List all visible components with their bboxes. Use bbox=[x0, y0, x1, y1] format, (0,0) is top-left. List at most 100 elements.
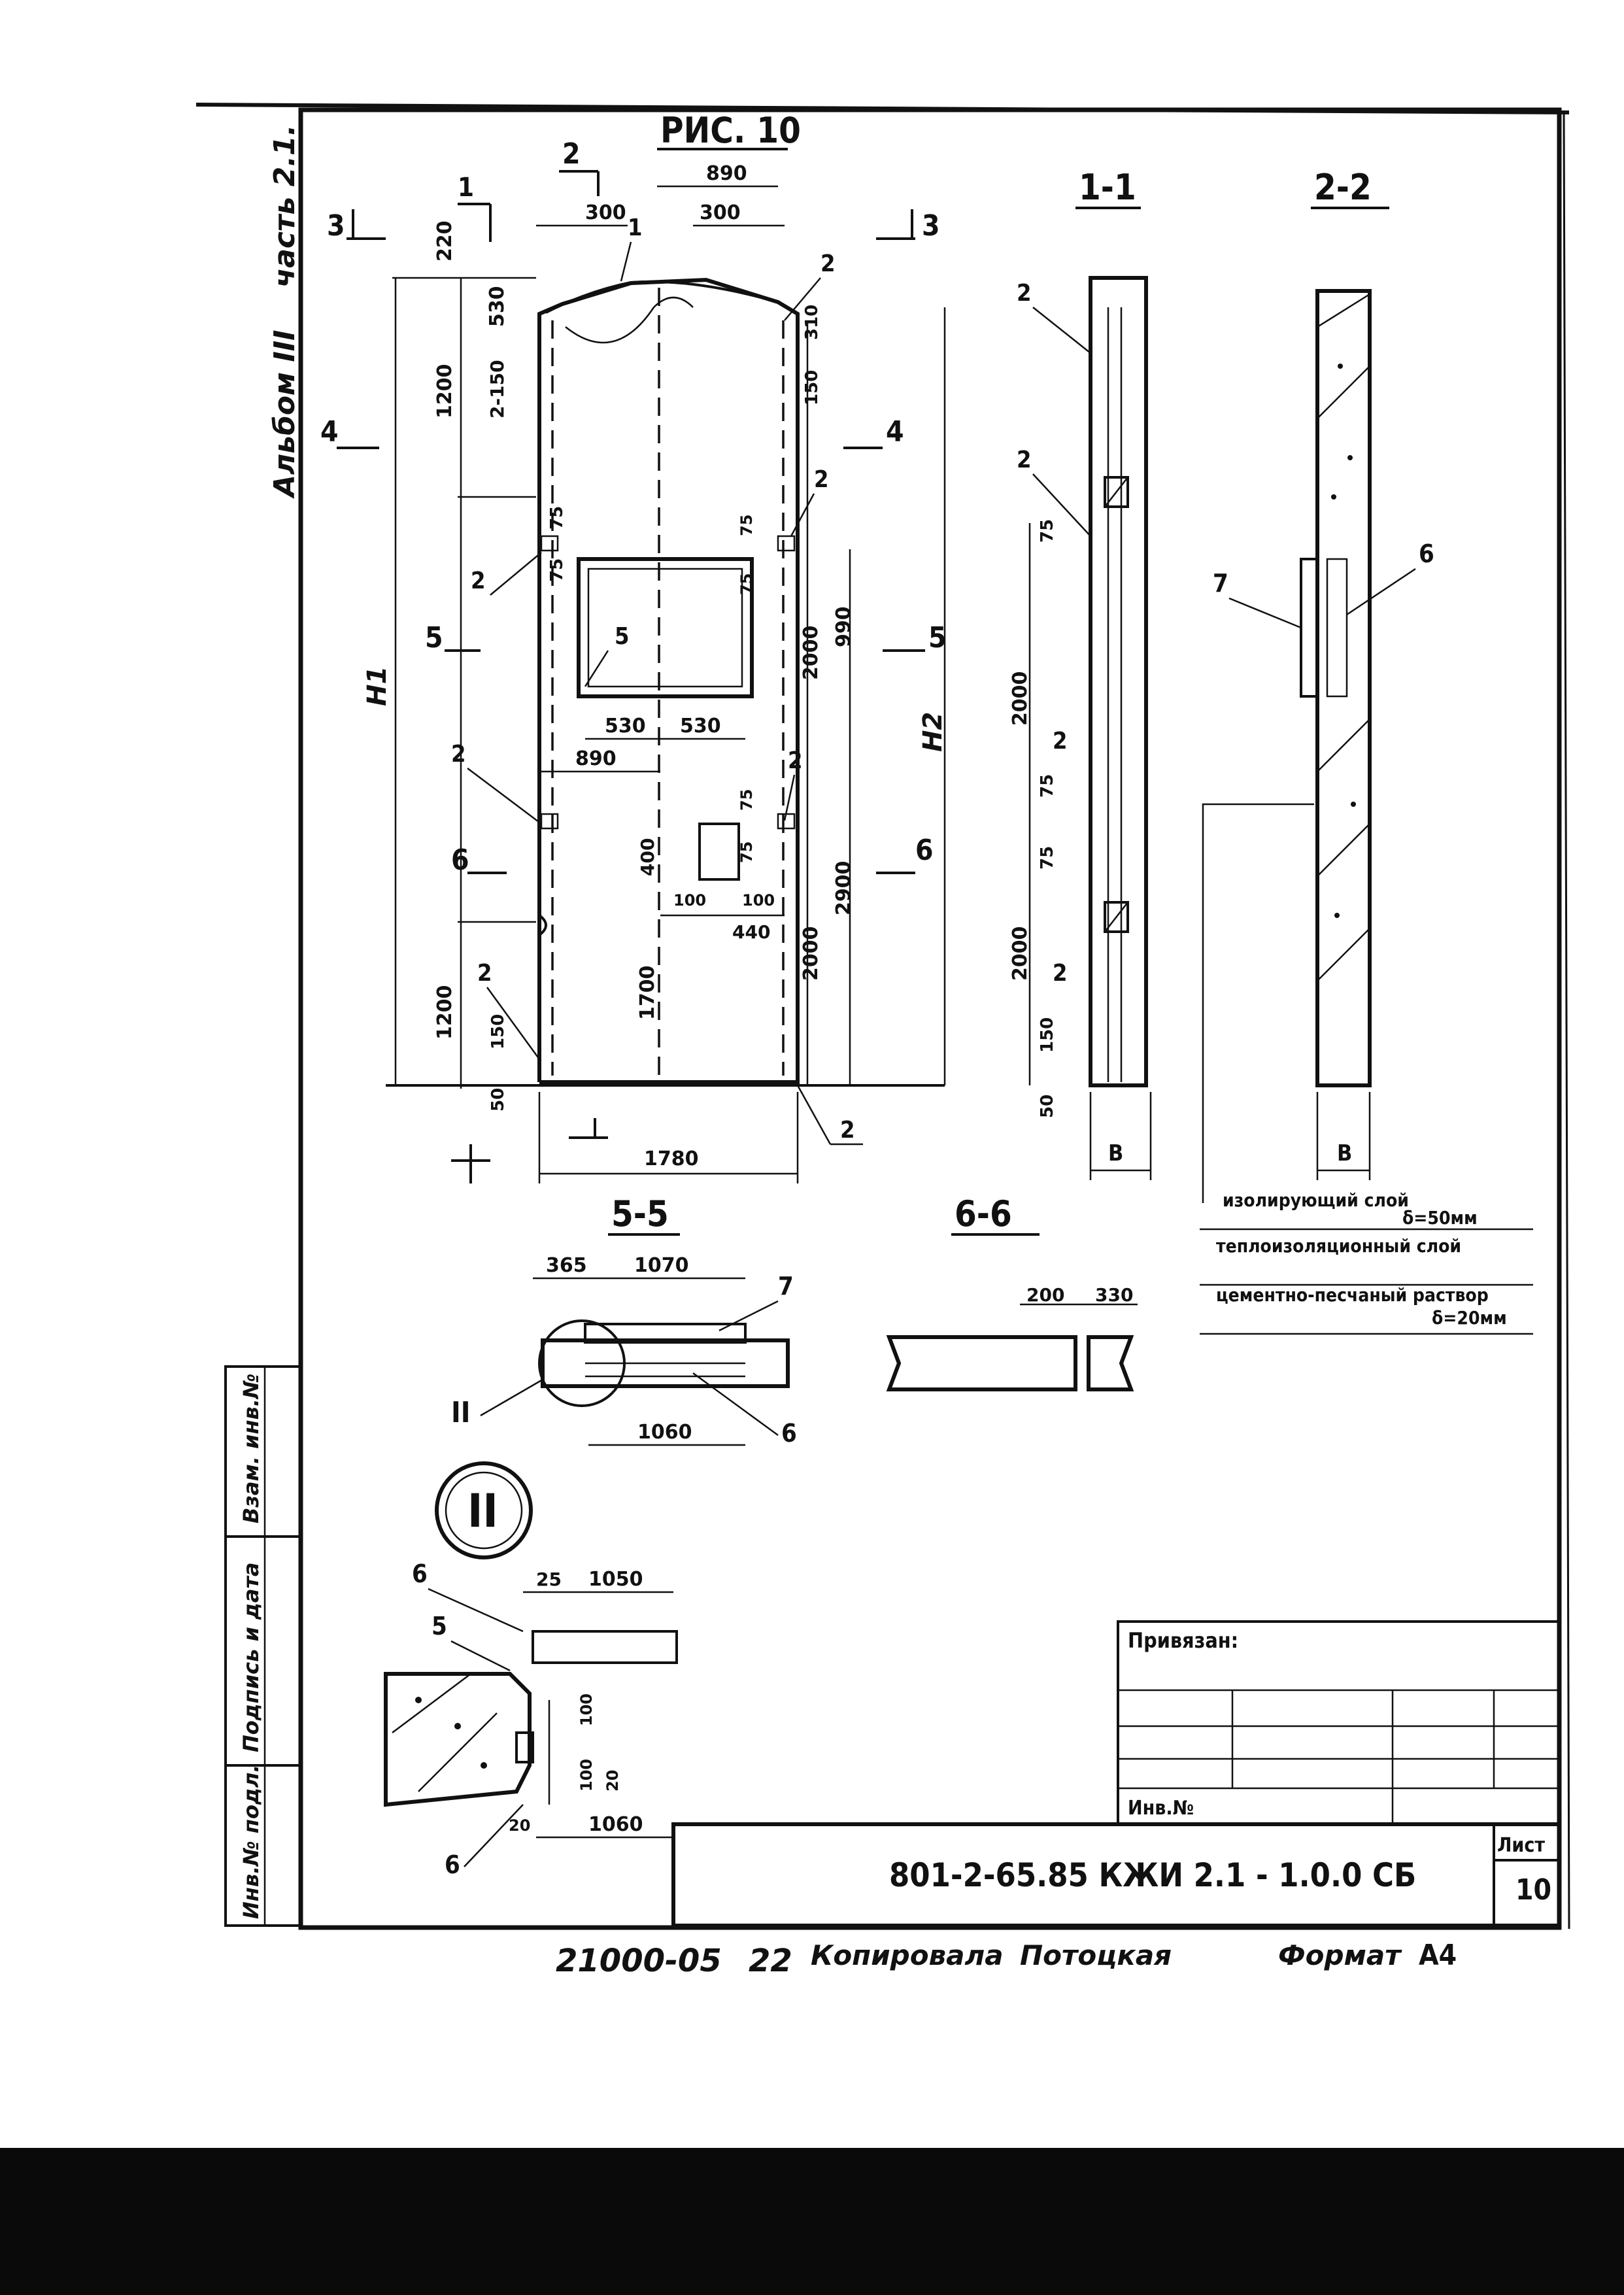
s22-callout-7: 7 bbox=[1213, 569, 1228, 598]
album-part-label: Альбом III часть 2.1. bbox=[268, 125, 301, 499]
dim-inner-890: 890 bbox=[575, 747, 617, 770]
dim-inner-530b: 530 bbox=[680, 715, 721, 738]
cut-marks: 2 1 3 3 4 4 5 5 6 6 bbox=[320, 137, 947, 1183]
detail-ii: II 25 1050 100 100 20 20 1060 6 5 6 bbox=[384, 1461, 678, 1879]
right-dimensions: 310 150 75 75 2000 990 75 75 2900 2000 H… bbox=[737, 305, 948, 1085]
cut-mark-5-left: 5 bbox=[425, 621, 443, 654]
stamp-signature-label: Подпись и дата bbox=[239, 1562, 263, 1752]
callout-1: 1 bbox=[628, 214, 643, 241]
cut-mark-2-top: 2 bbox=[562, 137, 581, 171]
detail-callout-6: 6 bbox=[445, 1850, 460, 1879]
format-label: Формат bbox=[1278, 1939, 1402, 1971]
s11-callout-2c: 2 bbox=[1053, 728, 1068, 755]
dim-inner-400: 400 bbox=[637, 838, 658, 876]
s11-callout-2d: 2 bbox=[1053, 960, 1068, 987]
dim-inner-100b: 100 bbox=[742, 891, 775, 910]
cut-mark-1-top: 1 bbox=[458, 173, 474, 203]
dim-right-75d: 75 bbox=[737, 842, 756, 863]
detail-dim-20b: 20 bbox=[509, 1816, 530, 1835]
album-label: Альбом III bbox=[268, 330, 301, 499]
cut-mark-4-left: 4 bbox=[320, 415, 339, 449]
detail-callout-5: 5 bbox=[431, 1612, 447, 1640]
copied-label: Копировала bbox=[811, 1939, 1004, 1971]
order-number: 21000-05 bbox=[556, 1943, 722, 1979]
section-5-5-title: 5-5 bbox=[611, 1193, 669, 1234]
dim-left-220: 220 bbox=[433, 220, 456, 262]
cut-mark-4-right: 4 bbox=[886, 415, 904, 449]
cut-mark-3-left: 3 bbox=[327, 209, 345, 243]
detail-dim-100b: 100 bbox=[577, 1759, 596, 1792]
dim-right-310: 310 bbox=[802, 305, 822, 340]
dim-right-75c: 75 bbox=[737, 789, 756, 811]
callout-2a: 2 bbox=[820, 250, 836, 277]
legend-item-1-value: δ=50мм bbox=[1402, 1207, 1478, 1229]
dim-left-530: 530 bbox=[486, 286, 509, 327]
callout-2f: 2 bbox=[477, 960, 492, 987]
sheet-label: Лист bbox=[1497, 1834, 1545, 1857]
dim-left-75a: 75 bbox=[547, 506, 567, 530]
dim-top-300b: 300 bbox=[700, 201, 741, 224]
s11-dim-2000b: 2000 bbox=[1009, 926, 1032, 981]
stamp-inv-label: Инв.№ подл. bbox=[239, 1765, 263, 1919]
s66-dim-330: 330 bbox=[1095, 1284, 1133, 1306]
inner-dimensions: 530 530 890 400 100 100 440 1700 bbox=[539, 715, 785, 1020]
dim-bottom-1780: 1780 bbox=[644, 1148, 699, 1170]
dim-left-50: 50 bbox=[488, 1088, 508, 1112]
document-code: 801-2-65.85 КЖИ 2.1 - 1.0.0 СБ bbox=[889, 1856, 1416, 1894]
section-2-2-title: 2-2 bbox=[1314, 167, 1372, 208]
inv-label: Инв.№ bbox=[1128, 1797, 1194, 1820]
sheet-number: 10 bbox=[1515, 1873, 1551, 1907]
dim-right-990: 990 bbox=[832, 606, 855, 647]
s22-callout-6: 6 bbox=[1419, 539, 1434, 568]
legend-item-3-value: δ=20мм bbox=[1432, 1307, 1507, 1329]
dim-left-1200: 1200 bbox=[433, 364, 456, 419]
figure-title: РИС. 10 bbox=[660, 110, 801, 151]
dim-right-75a: 75 bbox=[737, 515, 756, 536]
dim-left-75b: 75 bbox=[547, 558, 567, 582]
dim-inner-1700: 1700 bbox=[636, 966, 659, 1021]
dim-left-2x150: 2-150 bbox=[486, 360, 508, 418]
callout-5-main: 5 bbox=[615, 623, 630, 650]
dim-inner-100a: 100 bbox=[673, 891, 706, 910]
scan-border bbox=[0, 2148, 1624, 2295]
bottom-dimension: 1780 bbox=[538, 1092, 799, 1183]
side-stamp: Инв.№ подл. Подпись и дата Взам. инв.№ bbox=[224, 1365, 302, 1927]
section-2-2: 2-2 7 6 B bbox=[1202, 167, 1434, 1203]
cut-mark-6-left: 6 bbox=[451, 843, 469, 877]
top-dimensions: 890 300 300 bbox=[536, 162, 785, 227]
s55-callout-7: 7 bbox=[778, 1272, 794, 1300]
overall-h2: H2 bbox=[918, 712, 948, 752]
dim-left-150: 150 bbox=[488, 1014, 508, 1049]
detail-dim-1060: 1060 bbox=[588, 1813, 643, 1836]
detail-ii-label: II bbox=[467, 1484, 498, 1538]
s11-dim-2000a: 2000 bbox=[1009, 672, 1032, 726]
attached-label: Привязан: bbox=[1128, 1628, 1238, 1653]
s55-detail-ref: II bbox=[451, 1396, 470, 1429]
dim-right-150: 150 bbox=[802, 370, 822, 405]
format-value: А4 bbox=[1419, 1939, 1457, 1972]
dim-inner-440: 440 bbox=[732, 921, 770, 943]
dim-top-890: 890 bbox=[706, 162, 747, 185]
dim-right-2900: 2900 bbox=[832, 861, 855, 916]
sheet-frame bbox=[195, 103, 1570, 1930]
callout-2c: 2 bbox=[471, 568, 486, 594]
s11-dim-150: 150 bbox=[1038, 1017, 1057, 1053]
cut-mark-6-right: 6 bbox=[915, 834, 934, 867]
left-dimensions: 220 530 1200 2-150 75 75 1200 150 50 H1 bbox=[362, 220, 567, 1112]
dim-top-300a: 300 bbox=[585, 201, 626, 224]
dim-right-2000b: 2000 bbox=[800, 926, 822, 981]
detail-dim-25: 25 bbox=[536, 1569, 562, 1590]
s66-dim-200: 200 bbox=[1026, 1284, 1064, 1306]
cut-mark-5-right: 5 bbox=[928, 621, 947, 654]
part-label: часть 2.1. bbox=[268, 125, 301, 288]
stamp-replace-label: Взам. инв.№ bbox=[239, 1374, 263, 1523]
copied-by: Потоцкая bbox=[1020, 1939, 1172, 1971]
callout-2e: 2 bbox=[788, 747, 803, 774]
dim-right-75b: 75 bbox=[737, 573, 756, 595]
s55-dim-365: 365 bbox=[546, 1254, 587, 1277]
layer-legend: изолирующий слой δ=50мм теплоизоляционны… bbox=[1200, 1189, 1533, 1335]
callout-2b: 2 bbox=[814, 466, 829, 493]
s11-dim-75b: 75 bbox=[1038, 774, 1057, 798]
footer: 21000-05 22 Копировала Потоцкая Формат А… bbox=[556, 1939, 1457, 1979]
